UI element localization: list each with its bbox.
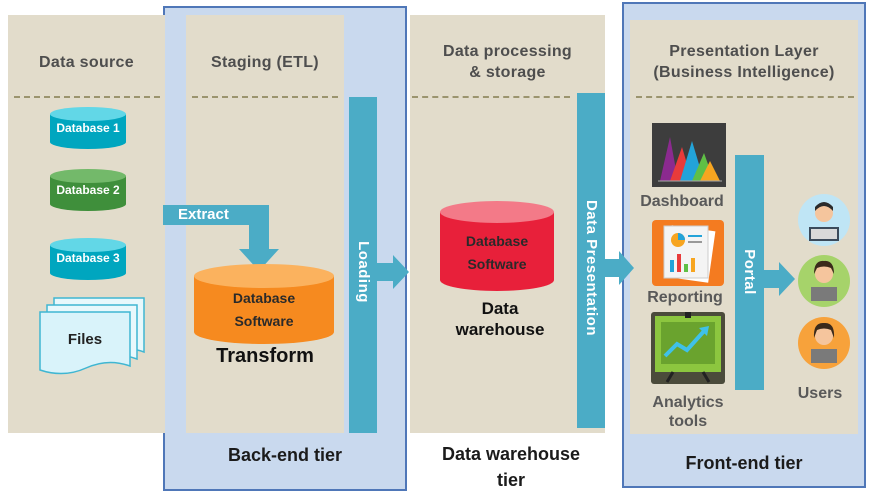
data-presentation-label: Data Presentation <box>583 199 600 337</box>
header-processing-line1: Data processing <box>443 43 572 60</box>
portal-bar <box>735 155 764 390</box>
loading-arrow <box>377 255 409 289</box>
user-woman-icon <box>798 255 850 307</box>
warehouse-label-line1: Data <box>481 299 519 318</box>
staging-database-cylinder <box>194 264 334 344</box>
files-label: Files <box>67 331 103 348</box>
loading-label: Loading <box>355 241 372 303</box>
separator-processing <box>412 96 570 98</box>
portal-label: Portal <box>741 249 758 295</box>
staging-db-line1: Database <box>232 290 296 306</box>
warehouse-tier-label-line1: Data warehouse <box>441 444 581 464</box>
portal-arrow <box>764 262 795 296</box>
database-3-label: Database 3 <box>56 251 120 265</box>
warehouse-tier-label-line2: tier <box>496 470 525 490</box>
database-1-cylinder <box>50 107 126 149</box>
transform-label: Transform <box>216 345 314 367</box>
database-2-cylinder <box>50 169 126 211</box>
database-2-label: Database 2 <box>56 183 120 197</box>
user-businessman-icon <box>798 194 850 246</box>
analytics-label-line2: tools <box>668 413 708 430</box>
files-stack-icon <box>39 297 145 375</box>
analytics-board-icon <box>651 312 725 384</box>
users-label: Users <box>797 385 843 402</box>
header-presentation-line1: Presentation Layer <box>669 43 819 60</box>
data-presentation-bar <box>577 93 605 428</box>
extract-label: Extract <box>178 206 229 223</box>
reporting-icon <box>652 220 724 286</box>
analytics-label-line1: Analytics <box>652 394 724 411</box>
backend-tier-label: Back-end tier <box>227 445 343 465</box>
warehouse-db-line2: Software <box>467 256 527 272</box>
extract-arrow <box>163 205 279 271</box>
warehouse-label-line2: warehouse <box>455 320 545 339</box>
header-presentation-line2: (Business Intelligence) <box>653 64 835 81</box>
data-presentation-arrow <box>605 251 634 285</box>
frontend-tier-label: Front-end tier <box>685 453 803 473</box>
database-3-cylinder <box>50 238 126 280</box>
separator-staging <box>192 96 338 98</box>
user-girl-icon <box>798 317 850 369</box>
dashboard-label: Dashboard <box>640 193 724 210</box>
reporting-label: Reporting <box>647 289 723 306</box>
separator-presentation <box>636 96 854 98</box>
warehouse-database-cylinder <box>440 201 554 291</box>
loading-bar <box>349 97 377 433</box>
dashboard-chart-icon <box>652 123 726 187</box>
header-staging: Staging (ETL) <box>211 54 319 71</box>
staging-db-line2: Software <box>234 313 294 329</box>
warehouse-db-line1: Database <box>465 233 529 249</box>
header-data-source: Data source <box>39 54 134 71</box>
header-processing-line2: & storage <box>469 64 546 81</box>
database-1-label: Database 1 <box>56 121 120 135</box>
separator-data-source <box>14 96 160 98</box>
